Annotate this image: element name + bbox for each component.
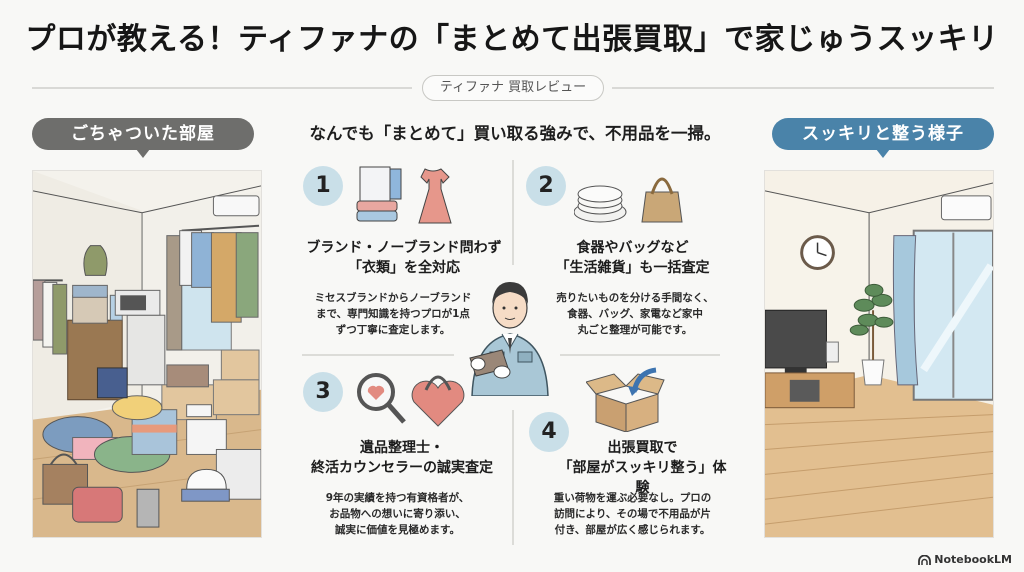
vertical-divider-top — [512, 160, 514, 265]
messy-room-label: ごちゃついた部屋 — [32, 118, 254, 158]
step-number-1: 1 — [303, 166, 343, 206]
box-arrow-icon — [586, 367, 665, 432]
plates-icon — [574, 177, 683, 223]
horizontal-divider-right — [560, 354, 720, 356]
appraiser-staff-icon — [469, 282, 549, 396]
card-3-title: 遺品整理士・ 終活カウンセラーの誠実査定 — [311, 440, 493, 476]
step-number-2: 2 — [526, 166, 566, 206]
card-1-description: ミセスブランドからノーブランド まで、専門知識を持つプロが1点 ずつ丁寧に査定し… — [314, 292, 472, 336]
tidy-room-illustration — [764, 170, 994, 538]
card-4-description: 重い荷物を運ぶ必要なし。プロの 訪問により、その場で不用品が片 付き、部屋が広く… — [553, 492, 712, 536]
card-2-description: 売りたいものを分ける手間なく、 食器、バッグ、家電など家中 丸ごと整理が可能です… — [556, 292, 714, 336]
magnifier-heart-icon — [357, 373, 465, 427]
notebooklm-logo-icon — [918, 554, 932, 565]
vertical-divider-bottom — [512, 410, 514, 545]
horizontal-divider-left — [302, 354, 454, 356]
step-number-4: 4 — [529, 412, 569, 452]
cluttered-room-illustration — [32, 170, 262, 538]
step-number-3: 3 — [303, 372, 343, 412]
notebooklm-watermark: NotebookLM — [918, 553, 1012, 566]
review-tag: ティファナ 買取レビュー — [422, 75, 604, 101]
card-2-title: 食器やバッグなど 「生活雑貨」も一括査定 — [555, 240, 710, 276]
clothes-stack-icon — [356, 166, 452, 224]
tidy-room-label: スッキリと整う様子 — [772, 118, 994, 158]
section-headline: なんでも「まとめて」買い取る強みで、不用品を一掃。 — [309, 124, 721, 143]
card-4-title: 出張買取で 「部屋がスッキリ整う」体験 — [558, 440, 727, 496]
header-divider-left — [32, 87, 412, 89]
brand-label: NotebookLM — [934, 553, 1012, 566]
card-3-description: 9年の実績を持つ有資格者が、 お品物への想いに寄り添い、 誠実に価値を見極めます… — [325, 492, 470, 536]
card-1-title: ブランド・ノーブランド問わず 「衣類」を全対応 — [306, 240, 502, 276]
page-title: プロが教える！ティファナの「まとめて出張買取」で家じゅうスッキリ — [25, 22, 999, 57]
header-divider-right — [612, 87, 994, 89]
